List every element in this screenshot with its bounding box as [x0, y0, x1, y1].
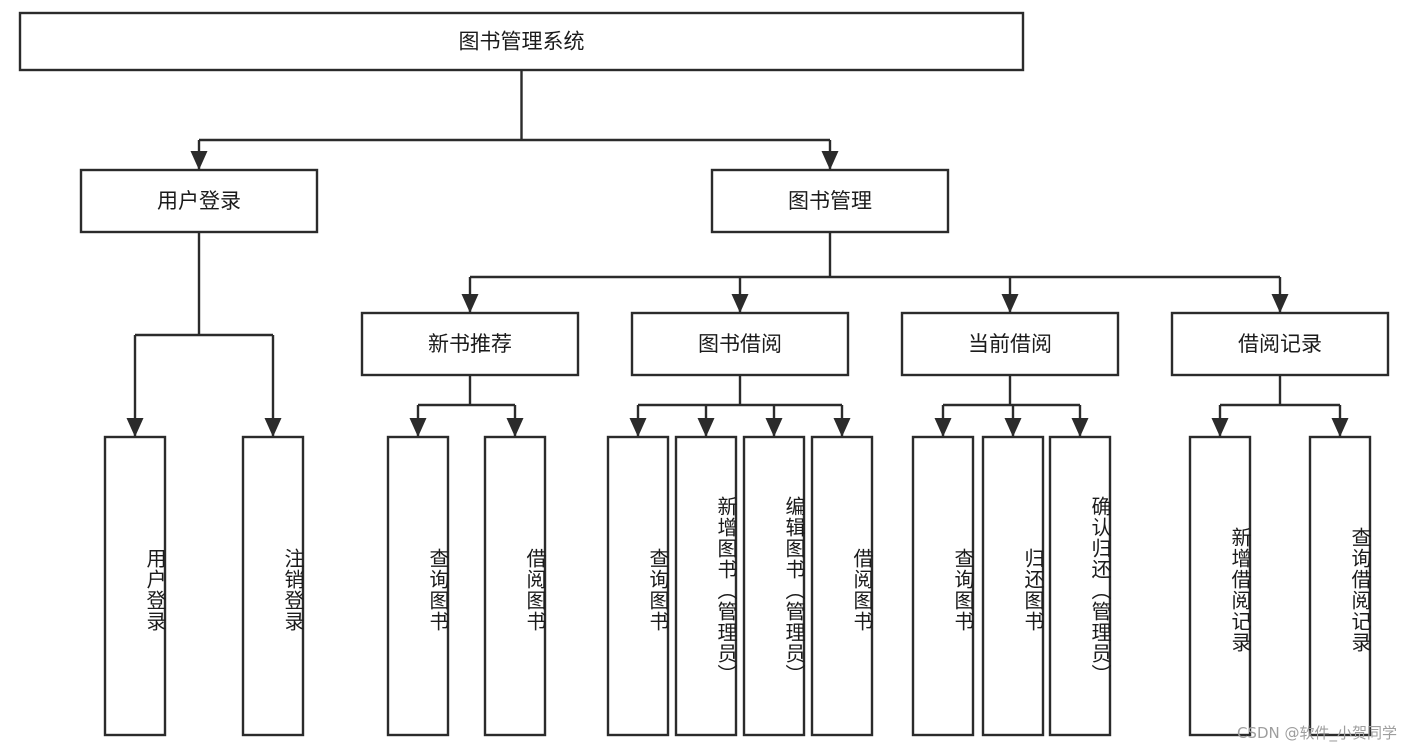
group-label: 借阅记录	[1238, 332, 1322, 356]
arrow-head-icon	[461, 294, 479, 313]
leaf-box[interactable]	[483, 435, 547, 737]
level1-label: 用户登录	[157, 189, 241, 213]
leaf-box[interactable]	[1048, 435, 1112, 737]
arrow-head-icon	[1271, 294, 1289, 313]
level1-box[interactable]	[710, 168, 950, 234]
level1-box[interactable]	[79, 168, 319, 234]
root-label: 图书管理系统	[459, 30, 585, 54]
arrow-head-icon	[1071, 418, 1089, 437]
leaf-box[interactable]	[810, 435, 874, 737]
leaf-box[interactable]	[606, 435, 670, 737]
group-box[interactable]	[900, 311, 1120, 377]
leaf-box[interactable]	[911, 435, 975, 737]
group-label: 当前借阅	[968, 332, 1052, 356]
leaf-box[interactable]	[241, 435, 305, 737]
connector-layer	[126, 70, 1349, 437]
leaf-box[interactable]	[981, 435, 1045, 737]
arrow-head-icon	[126, 418, 144, 437]
arrow-head-icon	[1211, 418, 1229, 437]
arrow-head-icon	[765, 418, 783, 437]
arrow-head-icon	[629, 418, 647, 437]
group-box[interactable]	[360, 311, 580, 377]
arrow-head-icon	[506, 418, 524, 437]
arrow-head-icon	[833, 418, 851, 437]
arrow-head-icon	[1004, 418, 1022, 437]
arrow-head-icon	[697, 418, 715, 437]
arrow-head-icon	[190, 151, 208, 170]
arrow-head-icon	[1001, 294, 1019, 313]
arrow-head-icon	[731, 294, 749, 313]
arrow-head-icon	[821, 151, 839, 170]
group-label: 图书借阅	[698, 332, 782, 356]
root-box[interactable]	[18, 11, 1025, 72]
leaf-box[interactable]	[742, 435, 806, 737]
watermark: CSDN @软件_小贺同学	[1236, 724, 1397, 742]
leaf-box[interactable]	[1188, 435, 1252, 737]
box-layer	[18, 11, 1390, 737]
arrow-head-icon	[934, 418, 952, 437]
arrow-head-icon	[409, 418, 427, 437]
group-box[interactable]	[630, 311, 850, 377]
arrow-head-icon	[264, 418, 282, 437]
leaf-box[interactable]	[674, 435, 738, 737]
leaf-box[interactable]	[386, 435, 450, 737]
level1-label: 图书管理	[788, 189, 872, 213]
leaf-box[interactable]	[1308, 435, 1372, 737]
group-label: 新书推荐	[428, 332, 512, 356]
arrow-head-icon	[1331, 418, 1349, 437]
group-box[interactable]	[1170, 311, 1390, 377]
leaf-box[interactable]	[103, 435, 167, 737]
